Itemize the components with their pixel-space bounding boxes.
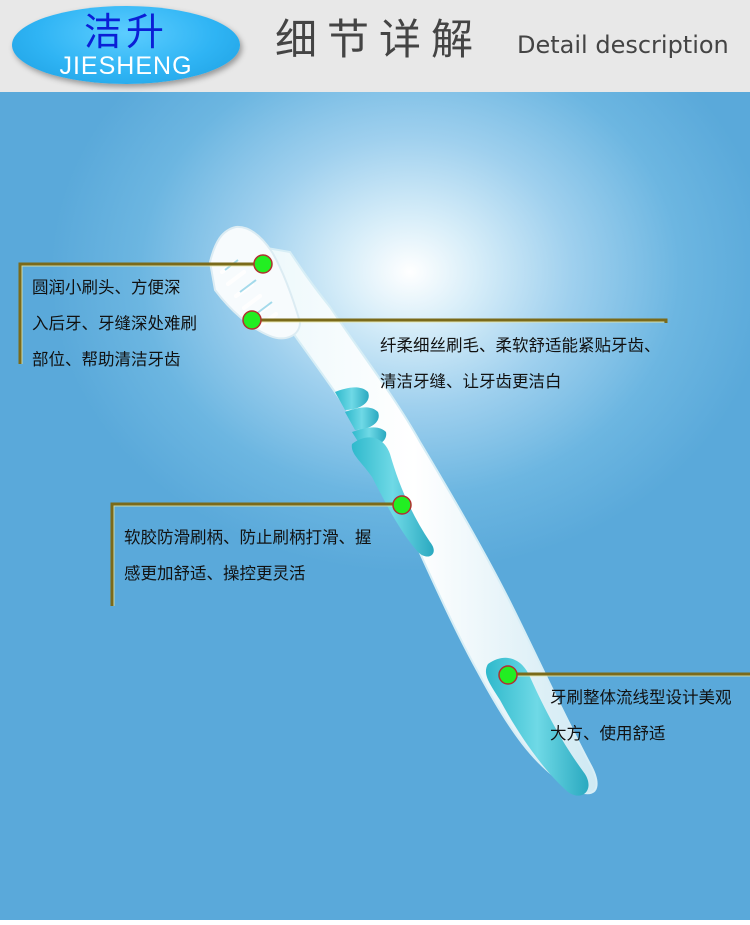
callout-head-line-1: 圆润小刷头、方便深	[32, 278, 181, 297]
callout-head-line-3: 部位、帮助清洁牙齿	[32, 350, 181, 369]
leader-line-head	[18, 262, 262, 364]
green-dot-marker-bristles	[242, 310, 262, 330]
callout-grip-line-1: 软胶防滑刷柄、防止刷柄打滑、握	[124, 528, 372, 547]
leader-line-bristles	[252, 318, 668, 323]
brand-logo: 洁升 JIESHENG	[12, 6, 240, 84]
toothbrush-illustration	[18, 225, 750, 796]
callout-head-line-2: 入后牙、牙缝深处难刷	[32, 314, 197, 333]
neck-ridge-2	[345, 407, 379, 430]
marker-group	[242, 254, 518, 685]
brand-name-cn: 洁升	[83, 10, 168, 54]
leader-lines	[18, 262, 750, 676]
callout-bristles-line-2: 清洁牙缝、让牙齿更洁白	[380, 372, 562, 391]
callout-body-line-1: 牙刷整体流线型设计美观	[550, 688, 732, 707]
bottom-strip	[0, 920, 750, 925]
callout-grip-line-2: 感更加舒适、操控更灵活	[124, 564, 306, 583]
callout-bristles-line-1: 纤柔细丝刷毛、柔软舒适能紧贴牙齿、	[380, 336, 661, 355]
header-bar: 洁升 JIESHENG 细节详解 Detail description	[0, 0, 750, 92]
green-dot-marker-grip	[392, 495, 412, 515]
page-title-cn: 细节详解	[275, 15, 484, 64]
lower-grip-pad	[485, 657, 589, 796]
green-dot-marker-head	[253, 254, 273, 274]
product-stage: 圆润小刷头、方便深 入后牙、牙缝深处难刷 部位、帮助清洁牙齿 纤柔细丝刷毛、柔软…	[0, 92, 750, 920]
page-title-en: Detail description	[517, 31, 729, 59]
neck-ridge-1	[335, 387, 369, 410]
leader-line-grip	[110, 502, 402, 606]
upper-grip-pad	[351, 437, 434, 557]
callout-body-line-2: 大方、使用舒适	[550, 724, 666, 743]
brand-name-en: JIESHENG	[59, 52, 193, 80]
green-dot-marker-body	[498, 665, 518, 685]
